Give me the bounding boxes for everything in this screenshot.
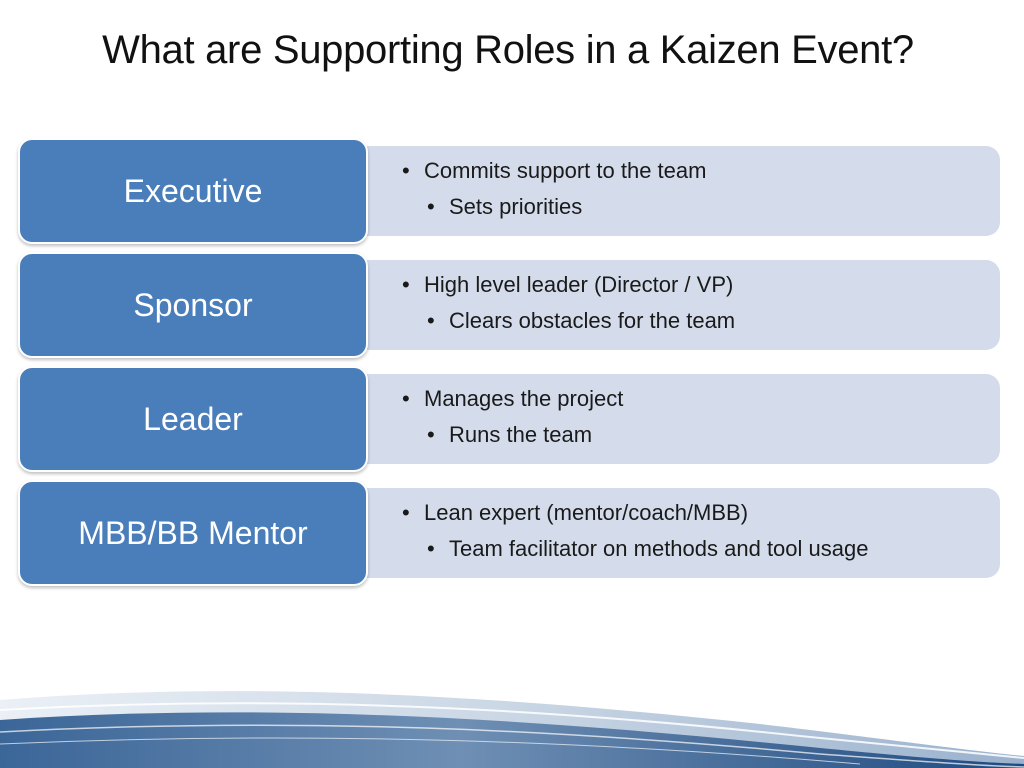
role-sub-bullet: Team facilitator on methods and tool usa…	[421, 534, 868, 564]
role-detail-card: High level leader (Director / VP) Clears…	[346, 260, 1000, 350]
role-bullet: Lean expert (mentor/coach/MBB)	[396, 498, 868, 528]
role-bullet-list: Lean expert (mentor/coach/MBB) Team faci…	[396, 498, 868, 564]
role-row-leader: Manages the project Runs the team Leader	[0, 366, 1024, 472]
role-detail-card: Commits support to the team Sets priorit…	[346, 146, 1000, 236]
role-sub-bullet: Clears obstacles for the team	[421, 306, 735, 336]
role-detail-card: Manages the project Runs the team	[346, 374, 1000, 464]
role-bullet: High level leader (Director / VP)	[396, 270, 735, 300]
slide-title: What are Supporting Roles in a Kaizen Ev…	[102, 28, 914, 72]
role-box-leader: Leader	[18, 366, 368, 472]
role-row-sponsor: High level leader (Director / VP) Clears…	[0, 252, 1024, 358]
role-bullet-list: High level leader (Director / VP) Clears…	[396, 270, 735, 336]
role-detail-card: Lean expert (mentor/coach/MBB) Team faci…	[346, 488, 1000, 578]
roles-list: Commits support to the team Sets priorit…	[0, 0, 1024, 620]
role-sub-bullet: Runs the team	[421, 420, 623, 450]
role-label: Leader	[143, 400, 243, 437]
decorative-swoosh	[0, 691, 1024, 768]
role-label: Sponsor	[133, 286, 253, 323]
role-row-mentor: Lean expert (mentor/coach/MBB) Team faci…	[0, 480, 1024, 586]
role-bullet-list: Manages the project Runs the team	[396, 384, 623, 450]
role-bullet-list: Commits support to the team Sets priorit…	[396, 156, 706, 222]
role-label: Executive	[123, 172, 263, 209]
role-box-executive: Executive	[18, 138, 368, 244]
role-row-executive: Commits support to the team Sets priorit…	[0, 138, 1024, 244]
role-box-sponsor: Sponsor	[18, 252, 368, 358]
role-box-mentor: MBB/BB Mentor	[18, 480, 368, 586]
role-bullet: Commits support to the team	[396, 156, 706, 186]
role-bullet: Manages the project	[396, 384, 623, 414]
role-sub-bullet: Sets priorities	[421, 192, 706, 222]
role-label: MBB/BB Mentor	[78, 514, 308, 551]
